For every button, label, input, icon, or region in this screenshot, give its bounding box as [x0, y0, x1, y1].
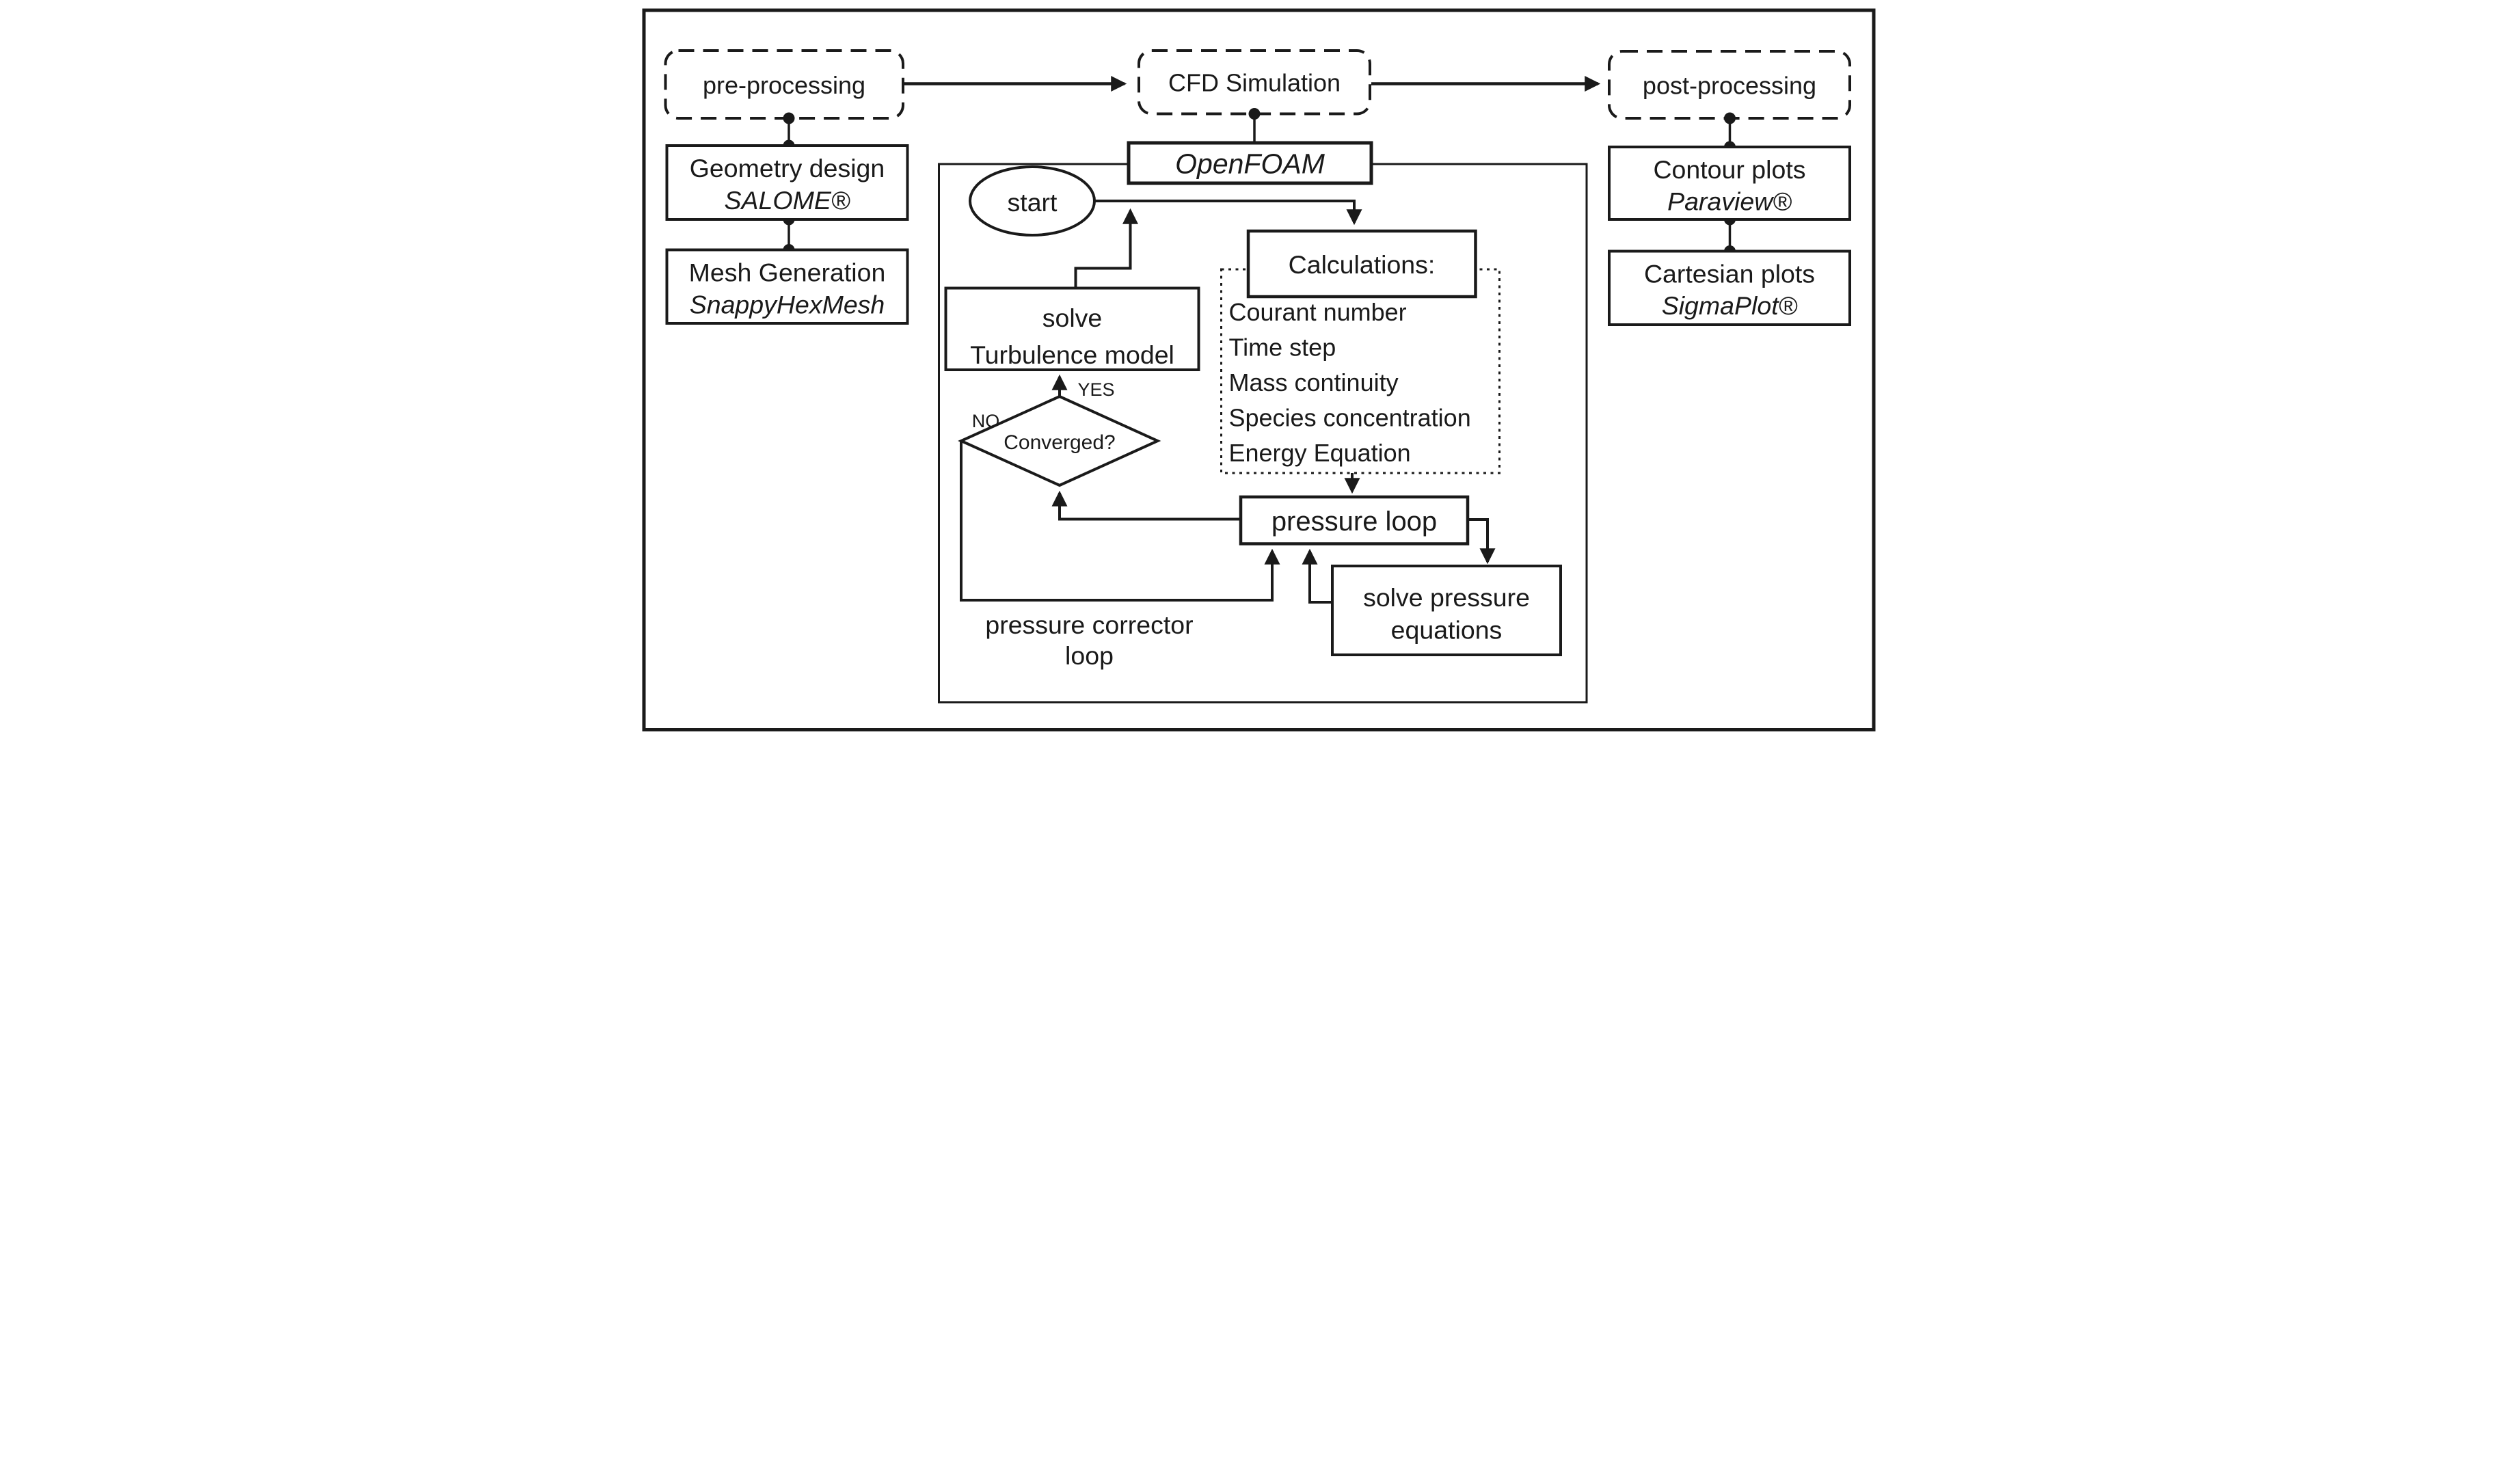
calculations-label: Calculations: — [1288, 250, 1435, 279]
solve-pressure-node — [1330, 565, 1562, 656]
start-label: start — [1007, 188, 1058, 217]
converged-node — [957, 394, 1161, 487]
cartesian-tool-label: SigmaPlot® — [1661, 291, 1797, 320]
solve-turbulence-label1: solve — [1042, 303, 1102, 332]
edge-solvepressure-to-pressureloop — [1302, 548, 1332, 604]
contour-plots-label: Contour plots — [1653, 155, 1805, 184]
post-processing-label: post-processing — [1642, 72, 1816, 100]
pre-processing-label: pre-processing — [702, 71, 865, 99]
mesh-tool-label: SnappyHexMesh — [689, 291, 885, 319]
mesh-generation-node — [665, 248, 908, 325]
calc-item-mass: Mass continuity — [1228, 368, 1398, 396]
solve-turbulence-node — [944, 286, 1200, 371]
pressure-corrector-label1: pressure corrector — [985, 610, 1193, 639]
cfd-simulation-label: CFD Simulation — [1168, 69, 1340, 97]
pressure-loop-label: pressure loop — [1271, 507, 1436, 537]
calc-item-energy: Energy Equation — [1228, 439, 1410, 467]
edge-turbulence-to-startline — [1074, 208, 1138, 288]
pressure-corrector-label2: loop — [1065, 641, 1114, 670]
solve-turbulence-label2: Turbulence model — [970, 340, 1174, 369]
converged-label: Converged? — [1004, 431, 1115, 454]
calc-item-courant: Courant number — [1228, 298, 1406, 326]
calculations-node — [1246, 229, 1477, 299]
edge-pressureloop-to-converged — [1051, 490, 1241, 521]
geometry-design-label: Geometry design — [689, 154, 885, 183]
pressure-loop-node — [1239, 495, 1469, 545]
geometry-tool-label: SALOME® — [724, 186, 850, 215]
solve-pressure-label1: solve pressure — [1363, 583, 1530, 612]
solve-pressure-label2: equations — [1390, 616, 1502, 645]
contour-plots-node — [1607, 146, 1851, 221]
contour-tool-label: Paraview® — [1667, 187, 1792, 216]
edge-converged-no-corrector-loop — [959, 441, 1280, 602]
cartesian-plots-node — [1607, 249, 1851, 326]
cartesian-plots-label: Cartesian plots — [1643, 260, 1814, 288]
cfd-simulation-node — [1137, 49, 1371, 116]
openfoam-node — [1127, 141, 1373, 185]
yes-label: YES — [1077, 379, 1114, 400]
mesh-generation-label: Mesh Generation — [688, 258, 885, 287]
edge-pressureloop-to-solvepressure — [1467, 518, 1495, 565]
geometry-design-node — [665, 144, 908, 221]
outer-border — [642, 8, 1875, 731]
cfd-workflow-diagram: pre-processing CFD Simulation post-proce… — [642, 8, 1875, 731]
flowchart-page: pre-processing CFD Simulation post-proce… — [630, 0, 1888, 742]
openfoam-label: OpenFOAM — [1175, 148, 1325, 180]
calc-item-species: Species concentration — [1228, 404, 1470, 432]
edge-start-to-calculations — [1094, 200, 1362, 226]
calc-item-timestep: Time step — [1228, 334, 1336, 362]
